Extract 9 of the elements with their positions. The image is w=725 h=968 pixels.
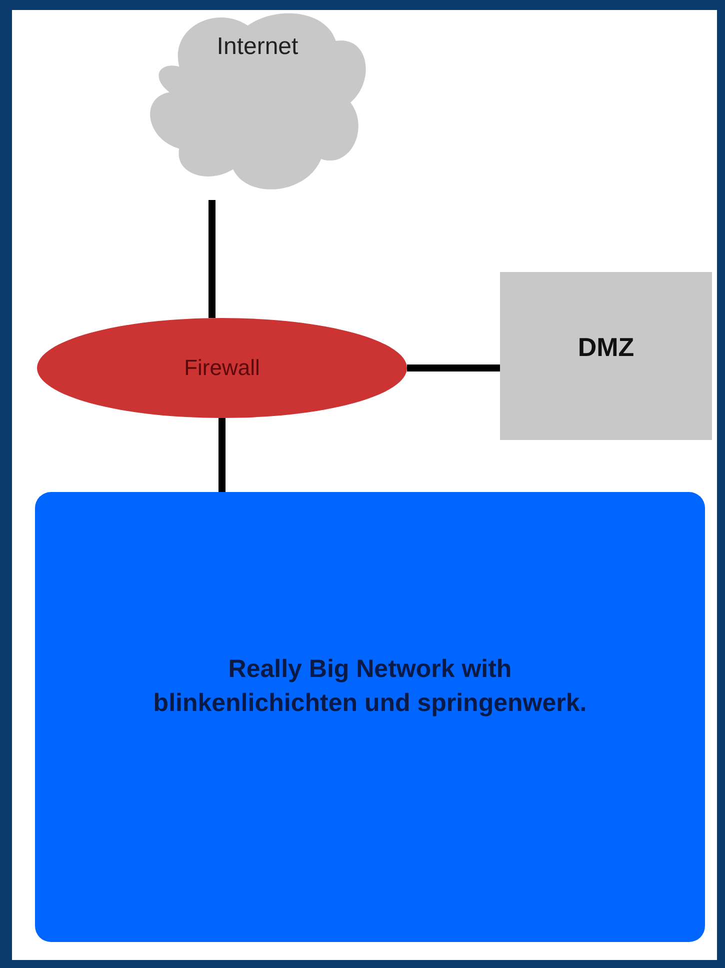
network-box [35,492,705,942]
connector-line [218,418,226,492]
node-label: Firewall [184,354,260,382]
node-label: DMZ [578,331,634,364]
connector-line [407,364,500,372]
node-label: Really Big Network with blinkenlichichten und springenwerk. [152,654,588,719]
connector-line [208,200,216,318]
dmz-box [500,272,712,440]
node-label: Internet [216,32,298,62]
